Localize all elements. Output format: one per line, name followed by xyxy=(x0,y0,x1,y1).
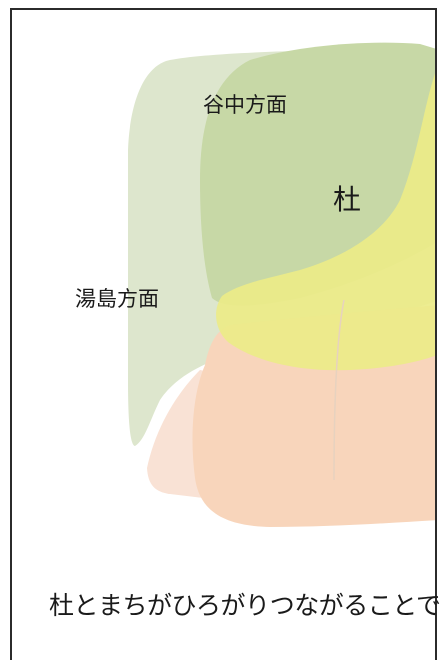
label-yushima-direction: 湯島方面 xyxy=(75,287,159,311)
label-yanaka-direction: 谷中方面 xyxy=(203,93,287,117)
caption-text: 杜とまちがひろがりつながることで xyxy=(49,591,441,620)
faint-divider-line xyxy=(333,299,345,481)
yellow-band-area xyxy=(216,73,435,371)
label-mori: 杜 xyxy=(333,183,362,216)
